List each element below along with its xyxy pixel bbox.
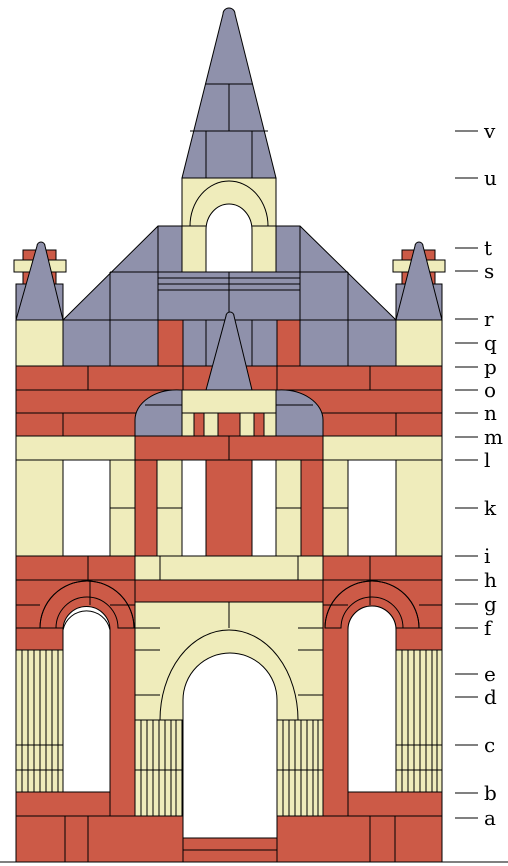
svg-text:v: v (483, 119, 496, 143)
level-label-o: o (455, 378, 496, 402)
svg-text:g: g (484, 592, 497, 616)
level-label-m: m (455, 425, 503, 449)
level-label-q: q (455, 331, 497, 355)
svg-text:c: c (484, 733, 495, 757)
level-label-a: a (455, 806, 496, 830)
svg-text:p: p (484, 355, 497, 379)
right-turret (392, 241, 446, 367)
svg-text:q: q (484, 331, 497, 355)
level-label-b: b (455, 781, 497, 805)
lower-left-wing (15, 579, 136, 817)
level-labels: a b c d e f g h i k l m n o p q r s t u … (455, 119, 503, 830)
lower-right-wing (322, 579, 443, 817)
level-label-c: c (455, 733, 495, 757)
level-label-n: n (455, 401, 497, 425)
level-label-f: f (455, 616, 493, 640)
svg-text:u: u (484, 166, 497, 190)
central-portal (134, 579, 324, 839)
svg-text:r: r (484, 307, 494, 331)
level-label-r: r (455, 307, 494, 331)
left-turret (13, 241, 67, 367)
level-label-d: d (455, 685, 497, 709)
svg-text:t: t (484, 236, 492, 260)
svg-text:i: i (484, 544, 490, 568)
svg-text:h: h (484, 568, 497, 592)
svg-text:k: k (484, 496, 497, 520)
svg-text:s: s (484, 259, 494, 283)
svg-text:n: n (484, 401, 497, 425)
svg-text:l: l (484, 448, 490, 472)
level-label-s: s (455, 259, 494, 283)
level-label-p: p (455, 355, 497, 379)
belfry (181, 177, 277, 273)
level-label-u: u (455, 166, 497, 190)
level-label-l: l (455, 448, 490, 472)
foundation-blocks (15, 815, 443, 863)
svg-text:e: e (484, 662, 496, 686)
level-label-e: e (455, 662, 496, 686)
svg-text:a: a (484, 806, 496, 830)
small-center-spire (205, 311, 253, 391)
svg-text:o: o (484, 378, 496, 402)
level-label-h: h (455, 568, 497, 592)
svg-text:m: m (484, 425, 503, 449)
level-label-v: v (455, 119, 496, 143)
level-label-i: i (455, 544, 490, 568)
level-label-t: t (455, 236, 492, 260)
main-spire (181, 7, 277, 179)
svg-text:b: b (484, 781, 497, 805)
level-label-g: g (455, 592, 497, 616)
svg-text:d: d (484, 685, 497, 709)
band-i (15, 555, 443, 581)
upper-storey (15, 435, 443, 557)
svg-text:f: f (484, 616, 493, 640)
level-label-k: k (455, 496, 497, 520)
